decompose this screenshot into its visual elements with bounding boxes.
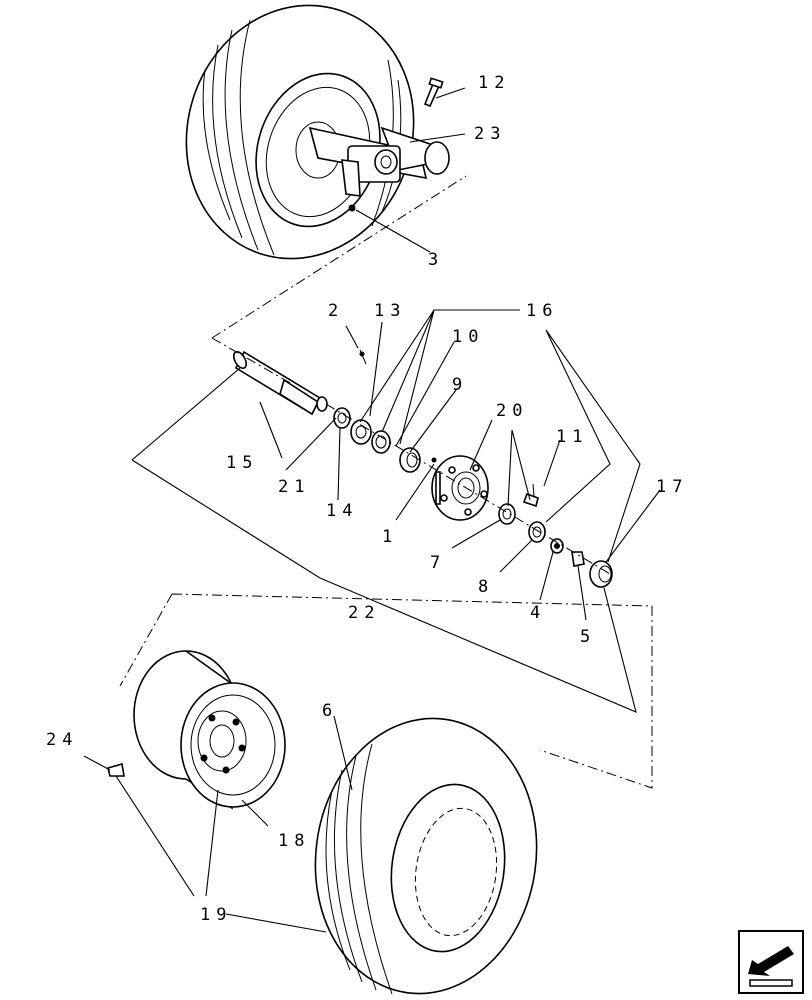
lower-envelope <box>119 593 653 789</box>
callout-4: 4 <box>530 603 546 623</box>
outer-bearings-and-cap <box>498 483 613 588</box>
rim <box>107 650 286 810</box>
leader-lines <box>83 87 661 933</box>
callout-17: 17 <box>656 477 688 497</box>
callout-10: 10 <box>452 327 484 347</box>
callout-18: 18 <box>278 831 310 851</box>
callout-6: 6 <box>322 701 338 721</box>
upper-envelope <box>211 175 467 385</box>
callout-23: 23 <box>474 124 506 144</box>
callout-21: 21 <box>278 477 310 497</box>
callout-15: 15 <box>226 453 258 473</box>
callout-13: 13 <box>374 301 406 321</box>
return-arrow-icon <box>738 930 804 994</box>
callout-14: 14 <box>326 501 358 521</box>
callout-19: 19 <box>200 905 232 925</box>
tire <box>314 717 538 995</box>
callout-16: 16 <box>526 301 558 321</box>
callout-5: 5 <box>580 627 596 647</box>
callout-20: 20 <box>496 401 528 421</box>
hub <box>431 455 489 521</box>
callout-7: 7 <box>430 553 446 573</box>
bearing-washers <box>333 407 421 473</box>
callout-8: 8 <box>478 577 494 597</box>
callout-22: 22 <box>348 603 380 623</box>
callout-9: 9 <box>452 375 468 395</box>
callout-12: 12 <box>478 73 510 93</box>
callout-3: 3 <box>428 250 444 270</box>
callout-24: 24 <box>46 730 78 750</box>
callout-2: 2 <box>328 301 344 321</box>
callout-1: 1 <box>382 527 398 547</box>
return-button[interactable] <box>738 930 804 994</box>
callout-11: 11 <box>556 427 588 447</box>
assembled-wheel <box>185 4 450 260</box>
axle-spindle <box>232 349 367 416</box>
callout-labels: 12 23 3 2 13 16 10 9 20 11 15 21 17 14 1… <box>46 73 688 925</box>
